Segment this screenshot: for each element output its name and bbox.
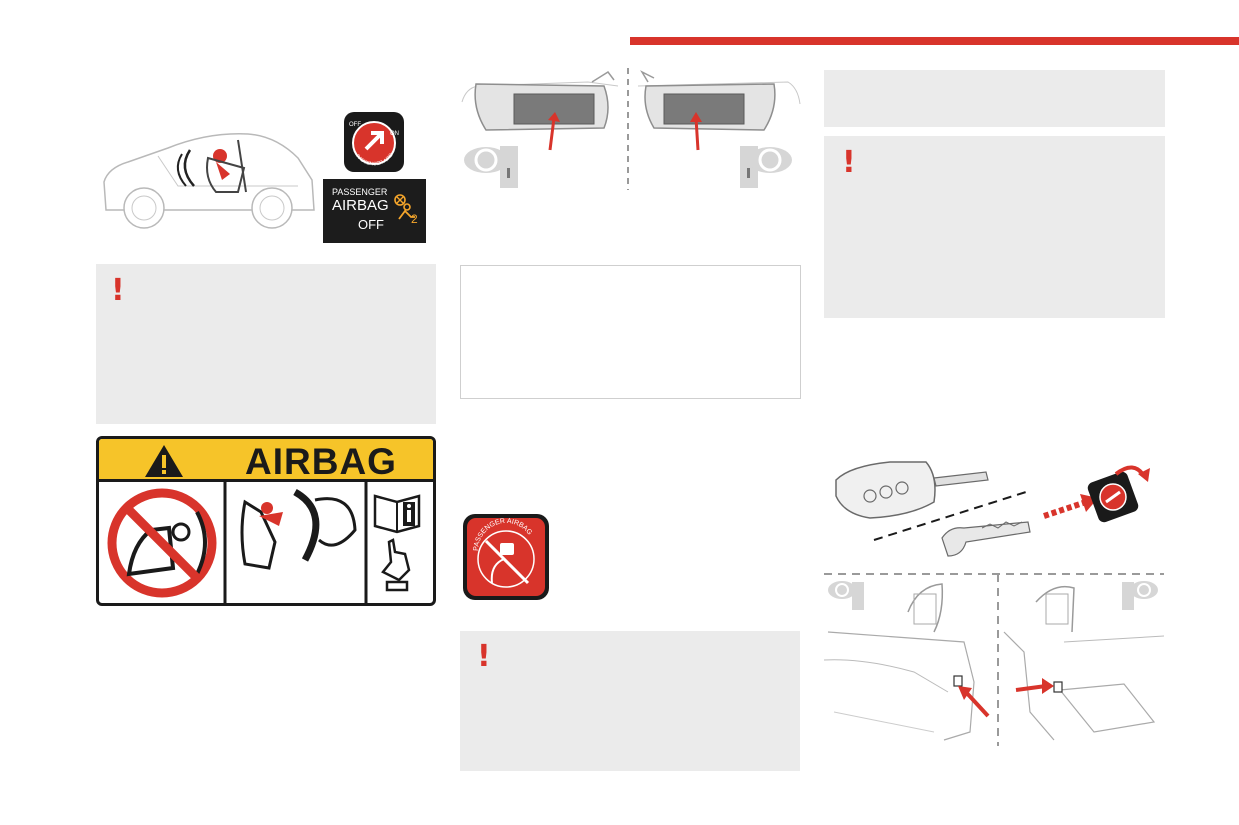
car-child-seat-illustration: [98, 128, 320, 234]
airbag-warning-label: AIRBAG: [96, 436, 436, 606]
indicator-line-airbag: AIRBAG: [332, 197, 389, 214]
section-header-bar: [630, 37, 1239, 45]
airbag-label-header: AIRBAG: [99, 439, 433, 482]
glovebox-switch-location-illustration: [824, 572, 1164, 746]
switch-on-text: ON: [390, 131, 399, 137]
passenger-airbag-off-indicator: PASSENGER AIRBAG OFF 2: [323, 179, 426, 243]
note-box-top-right: [824, 70, 1165, 127]
warning-triangle-icon: [145, 445, 183, 477]
read-manual-icon: [373, 494, 421, 592]
sun-visor-label-location-illustration: [458, 68, 804, 190]
svg-text:2: 2: [411, 212, 418, 225]
airbag-off-symbol-icon: 2: [394, 194, 418, 225]
warning-box-right: !: [824, 136, 1165, 318]
child-seat-airbag-impact-icon: [240, 488, 357, 570]
indicator-line-passenger: PASSENGER: [332, 187, 388, 197]
information-box: [460, 265, 801, 399]
switch-off-text: OFF: [349, 122, 361, 128]
airbag-switch-knob-icon: OFF ON PASSENGER AIRBAG: [344, 112, 404, 172]
warning-box-left: !: [96, 264, 436, 424]
warning-exclamation-icon: !: [111, 273, 125, 308]
key-insert-switch-illustration: [830, 452, 1150, 570]
airbag-label-body: [99, 482, 433, 603]
indicator-line-off: OFF: [358, 217, 384, 232]
warning-exclamation-icon: !: [842, 145, 856, 180]
warning-exclamation-icon: !: [477, 639, 491, 674]
no-rear-facing-child-seat-icon: [107, 488, 217, 598]
airbag-label-title: AIRBAG: [245, 441, 397, 482]
passenger-airbag-sticker-icon: PASSENGER AIRBAG: [462, 513, 550, 601]
warning-box-middle: !: [460, 631, 800, 771]
